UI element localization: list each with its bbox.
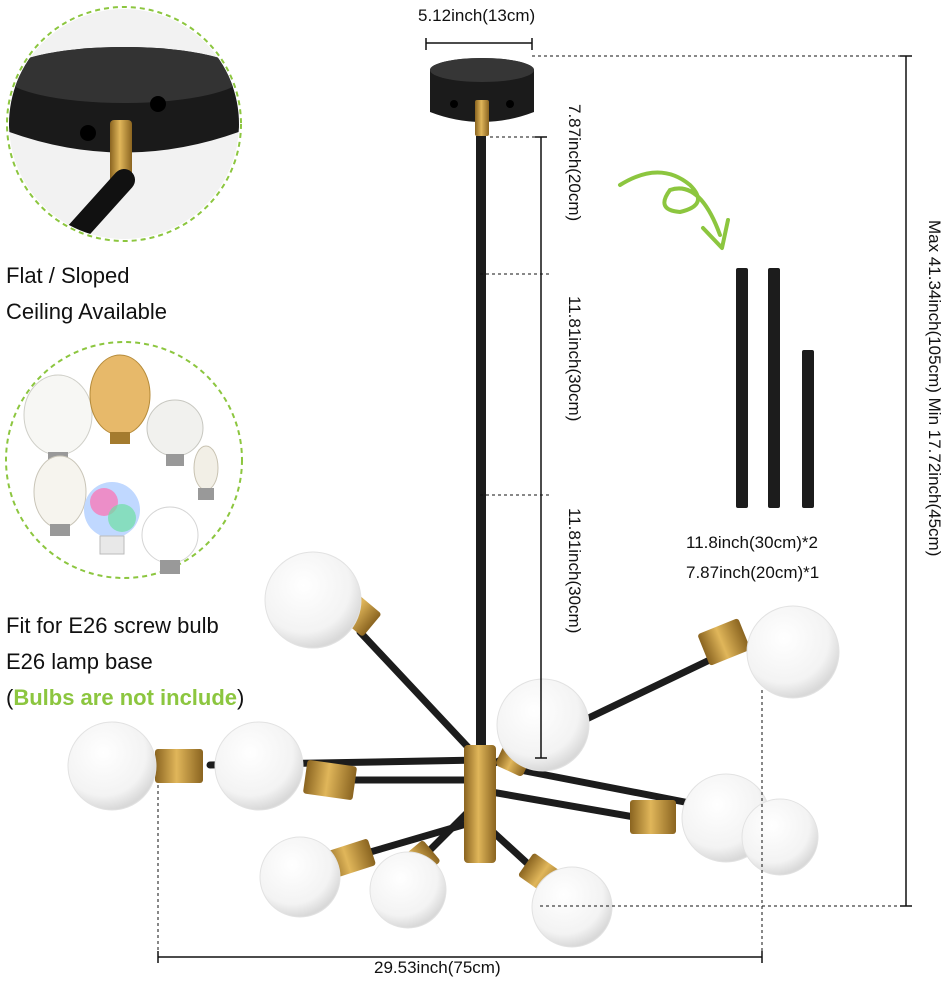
bulb-options-badge bbox=[5, 341, 243, 579]
height-range-label: Max 41.34inch(105cm) Min 17.72inch(45cm) bbox=[925, 220, 944, 557]
bulb-note-close: ) bbox=[237, 685, 245, 710]
rod-seg-3-label: 11.81inch(30cm) bbox=[565, 508, 584, 634]
rod-seg-1-label: 7.87inch(20cm) bbox=[565, 104, 584, 222]
rod-seg-2-label: 11.81inch(30cm) bbox=[565, 296, 584, 422]
bulb-note-open: ( bbox=[6, 685, 14, 710]
total-width-label: 29.53inch(75cm) bbox=[374, 958, 501, 977]
bulb-text-line2: E26 lamp base bbox=[6, 649, 153, 674]
ceiling-text-line1: Flat / Sloped bbox=[6, 263, 130, 288]
bulb-note-highlight: Bulbs are not include bbox=[13, 685, 238, 710]
bulb-note: (Bulbs are not include) bbox=[6, 680, 244, 716]
canopy-detail-badge bbox=[6, 6, 242, 242]
rods-info-line1: 11.8inch(30cm)*2 bbox=[686, 533, 818, 552]
bulb-text-line1: Fit for E26 screw bulb bbox=[6, 613, 219, 638]
rods-info-line2: 7.87inch(20cm)*1 bbox=[686, 563, 820, 582]
extension-rods bbox=[736, 268, 814, 508]
green-arrow-icon bbox=[618, 170, 722, 237]
canopy-width-label: 5.12inch(13cm) bbox=[418, 6, 536, 25]
canopy bbox=[430, 58, 534, 136]
center-hub bbox=[464, 745, 496, 863]
down-rod bbox=[476, 136, 486, 746]
ceiling-text-line2: Ceiling Available bbox=[6, 299, 168, 324]
